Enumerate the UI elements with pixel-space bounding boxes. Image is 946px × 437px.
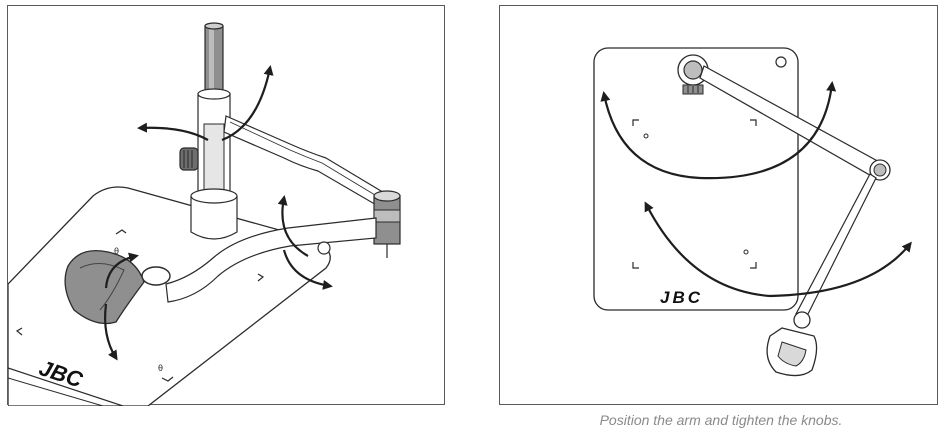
top-view-panel: JBC xyxy=(499,5,938,405)
perspective-illustration: θ θ JBC xyxy=(8,22,401,406)
lower-arm xyxy=(165,217,377,303)
rotation-arrows xyxy=(600,81,912,298)
lower-arm xyxy=(795,173,877,319)
knob-icon xyxy=(179,147,199,171)
top-view-illustration: JBC xyxy=(593,47,912,377)
elbow-joint xyxy=(373,190,401,258)
figure-caption: Position the arm and tighten the knobs. xyxy=(599,412,843,428)
jbc-logo-right: JBC xyxy=(660,288,703,307)
theta-label-bottom: θ xyxy=(158,363,163,373)
base-plate xyxy=(593,47,799,311)
holder-ring xyxy=(141,266,171,286)
mount-hole xyxy=(775,56,787,68)
perspective-view-panel: θ θ JBC xyxy=(7,5,445,406)
vertical-post xyxy=(190,22,238,240)
theta-label-top: θ xyxy=(114,246,119,256)
elbow-joint xyxy=(869,159,891,181)
placement-marks xyxy=(632,119,757,269)
rotation-arrows xyxy=(104,65,333,361)
iron-holder-cup xyxy=(766,311,818,377)
upper-arm xyxy=(223,115,387,207)
iron-holder-cup xyxy=(64,249,145,325)
